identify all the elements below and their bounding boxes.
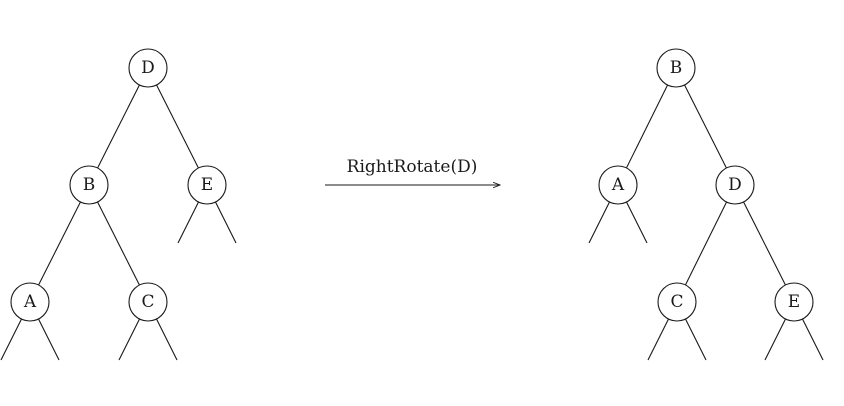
node-d-label: D (728, 175, 742, 195)
node-b: B (656, 48, 696, 88)
node-b-circle (69, 165, 109, 205)
node-b-label: B (670, 58, 683, 78)
rotation-arrow: RightRotate(D) (325, 157, 500, 185)
node-d: D (128, 48, 168, 88)
node-e-circle (187, 165, 227, 205)
node-e: E (187, 165, 227, 205)
node-c: C (128, 282, 168, 322)
node-d-circle (128, 48, 168, 88)
edge-d-e (147, 67, 208, 186)
node-a: A (598, 165, 638, 205)
node-b: B (69, 165, 109, 205)
node-b-circle (656, 48, 696, 88)
node-d-circle (715, 165, 755, 205)
edge-d-c (676, 184, 736, 303)
operation-label: RightRotate(D) (347, 157, 478, 177)
node-b-label: B (83, 175, 96, 195)
node-c: C (657, 282, 697, 322)
edge-b-d (675, 67, 736, 186)
node-c-circle (128, 282, 168, 322)
edge-b-a (617, 67, 677, 186)
edge-b-a (29, 184, 90, 303)
node-a: A (10, 282, 50, 322)
node-a-label: A (23, 292, 37, 312)
node-c-circle (657, 282, 697, 322)
node-d-label: D (141, 58, 155, 78)
edge-b-c (88, 184, 149, 303)
node-a-circle (598, 165, 638, 205)
node-e: E (774, 282, 814, 322)
edge-d-e (734, 184, 795, 303)
node-c-label: C (141, 292, 154, 312)
tree-after: B A D C E (588, 48, 824, 361)
node-e-label: E (201, 175, 213, 195)
node-d: D (715, 165, 755, 205)
node-e-circle (774, 282, 814, 322)
node-e-label: E (788, 292, 800, 312)
node-a-label: A (611, 175, 625, 195)
edge-d-b (88, 67, 149, 186)
node-c-label: C (670, 292, 683, 312)
tree-before: D B E A C (0, 48, 237, 361)
node-a-circle (10, 282, 50, 322)
